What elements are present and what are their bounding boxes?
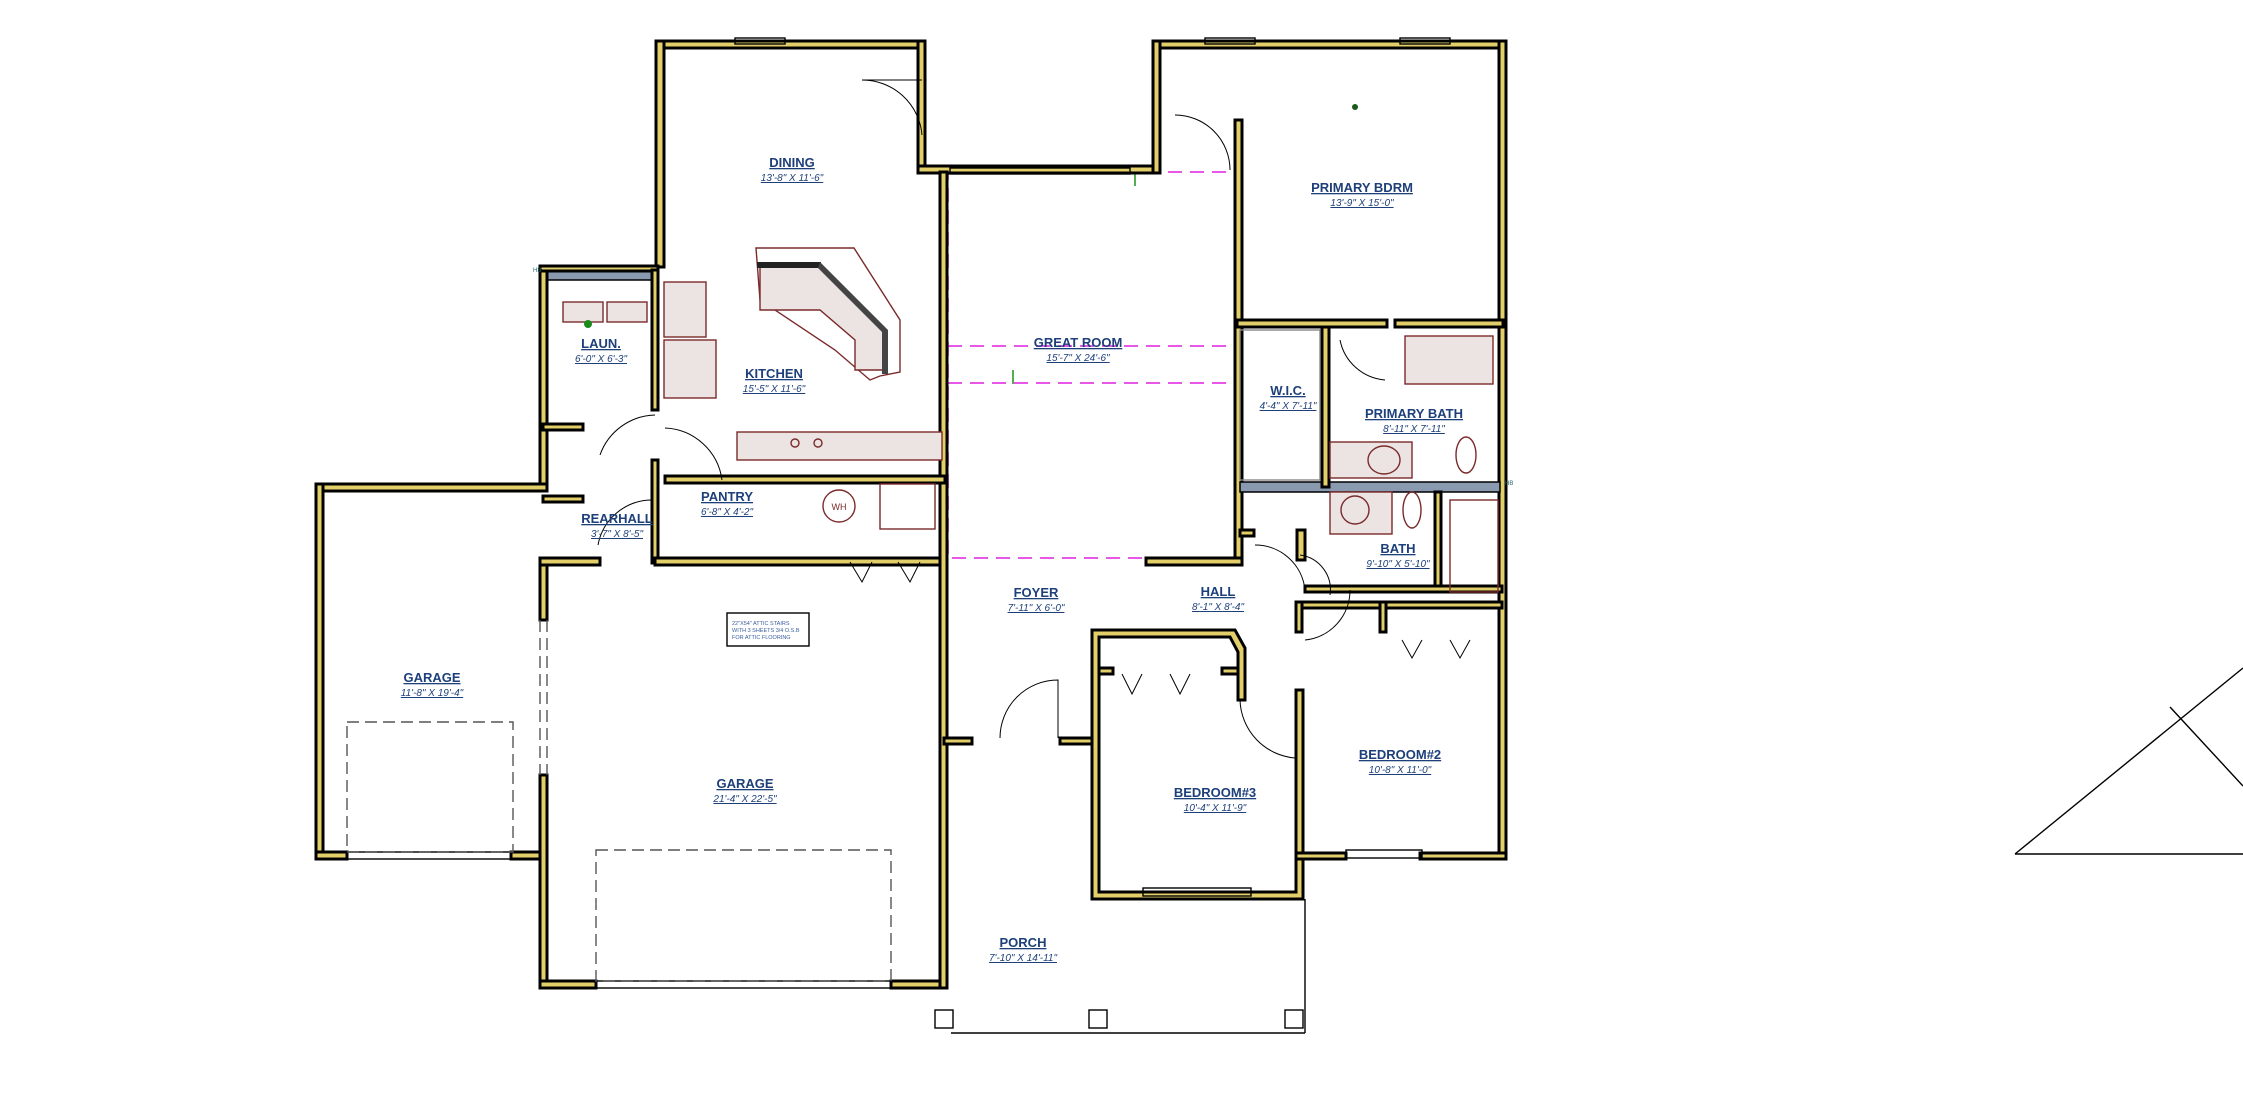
walls (314, 39, 1508, 990)
attic-note-line: FOR ATTIC FLOORING (732, 635, 791, 641)
roof-diagram (2014, 667, 2243, 855)
kitchen-fixtures: WH (562, 247, 943, 530)
room-name: LAUN. (581, 336, 621, 351)
room-dims: 10'-8" X 11'-0" (1369, 765, 1432, 776)
room-name: PRIMARY BATH (1365, 406, 1463, 421)
room-dims: 8'-11" X 7'-11" (1383, 424, 1445, 435)
room-name: GARAGE (403, 670, 460, 685)
room-name: HALL (1201, 584, 1236, 599)
porch (934, 899, 1306, 1034)
water-heater-label: WH (832, 502, 847, 512)
room-dims: 15'-7" X 24'-6" (1046, 353, 1110, 364)
room-name: GARAGE (716, 776, 773, 791)
room-name: BATH (1380, 541, 1415, 556)
ceiling-break-lines (947, 171, 1238, 559)
room-dims: 11'-8" X 19'-4" (401, 688, 464, 699)
hose-bib-label: HB (1505, 481, 1513, 487)
room-name: REARHALL (581, 511, 653, 526)
room-dims: 10'-4" X 11'-9" (1184, 803, 1247, 814)
room-dims: 4'-4" X 7'-11" (1260, 401, 1317, 412)
room-name: BEDROOM#3 (1174, 785, 1256, 800)
room-name: PRIMARY BDRM (1311, 180, 1413, 195)
room-name: GREAT ROOM (1034, 335, 1123, 350)
bath-fixtures (1239, 329, 1499, 593)
room-dims: 7'-10" X 14'-11" (989, 953, 1057, 964)
room-dims: 21'-4" X 22'-5" (712, 794, 777, 805)
room-dims: 6'-8" X 4'-2" (701, 507, 754, 518)
room-name: DINING (769, 155, 815, 170)
room-name: PANTRY (701, 489, 753, 504)
attic-note-line: 22"X54" ATTIC STAIRS (732, 621, 790, 627)
room-dims: 8'-1" X 8'-4" (1192, 602, 1245, 613)
room-dims: 9'-10" X 5'-10" (1366, 559, 1430, 570)
room-dims: 13'-9" X 15'-0" (1330, 198, 1394, 209)
room-dims: 3'-7" X 8'-5" (591, 529, 644, 540)
room-dims: 7'-11" X 6'-0" (1008, 603, 1065, 614)
hose-bib-label: HB (533, 268, 541, 274)
room-dims: 13'-8" X 11'-6" (761, 173, 824, 184)
garage-outlines (346, 620, 892, 982)
room-name: BEDROOM#2 (1359, 747, 1441, 762)
ceiling-fixture-icon (1352, 104, 1358, 110)
room-dims: 15'-5" X 11'-6" (743, 384, 806, 395)
attic-stairs-note: 22"X54" ATTIC STAIRS WITH 3 SHEETS 3/4 O… (726, 612, 810, 647)
attic-note-line: WITH 3 SHEETS 3/4 O.S.B (732, 628, 800, 634)
room-dims: 6'-0" X 6'-3" (575, 354, 628, 365)
doors (597, 79, 1471, 759)
room-name: PORCH (1000, 935, 1047, 950)
room-name: KITCHEN (745, 366, 803, 381)
room-name: W.I.C. (1270, 383, 1305, 398)
room-name: FOYER (1014, 585, 1059, 600)
room-labels: DINING 13'-8" X 11'-6" PRIMARY BDRM 13'-… (401, 155, 1463, 964)
